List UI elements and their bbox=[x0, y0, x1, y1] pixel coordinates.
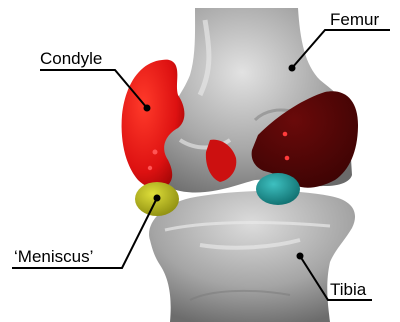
femur-label: Femur bbox=[330, 10, 379, 29]
meniscus-label: ‘Meniscus’ bbox=[14, 247, 93, 266]
tibia-label: Tibia bbox=[330, 280, 367, 299]
tibia-bone bbox=[149, 191, 355, 322]
meniscus-right bbox=[256, 173, 300, 205]
condyle-label: Condyle bbox=[40, 49, 102, 68]
